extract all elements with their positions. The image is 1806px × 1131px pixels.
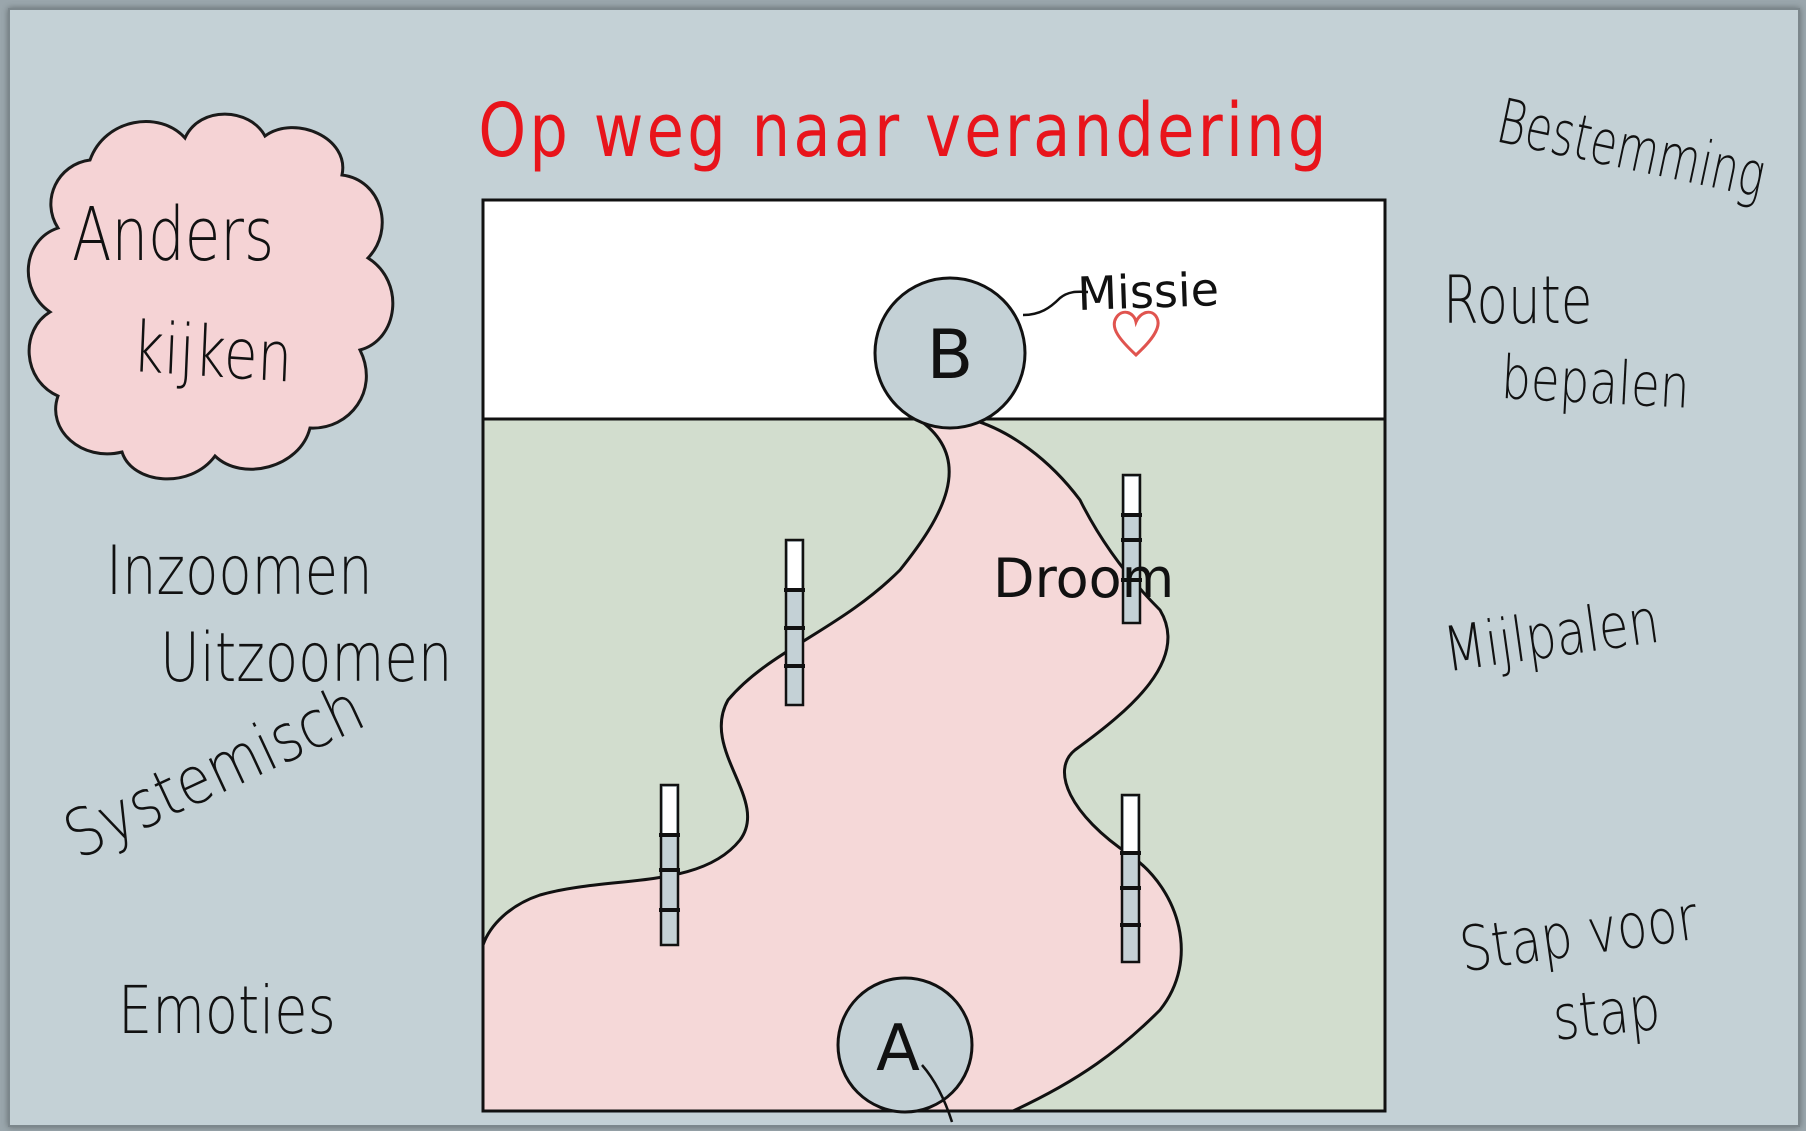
slide: Op weg naar verandering [8,8,1800,1127]
milestone-post-1 [784,538,805,707]
cloud-label-line-2: kijken [130,306,294,399]
point-a-label: A [876,1012,920,1086]
milestone-post-2 [1121,473,1142,625]
route-label-line-1: Route [1443,262,1593,339]
cloud-label-line-1: Anders [72,192,275,278]
point-a-circle [836,976,974,1114]
milestone-post-3 [659,783,680,947]
mission-connector [1022,290,1089,317]
page-title: Op weg naar verandering [478,88,1330,174]
winding-road [481,417,1183,1113]
step-label-line-2: stap [1549,970,1664,1055]
zoom-in-label: Inzoomen [106,532,373,611]
emotions-label: Emoties [118,972,336,1049]
heart-icon [1112,310,1160,358]
milestone-post-4 [1120,793,1141,964]
cloud-shape [26,112,395,481]
zoom-out-label: Uitzoomen [160,619,453,698]
point-b-circle [873,276,1027,430]
point-b-label: B [927,316,974,395]
dream-label: Droom [993,547,1174,610]
point-a-tail [921,1064,954,1123]
route-label-line-2: bepalen [1499,343,1692,423]
journey-diagram: B Missie Droom A [26,112,1387,1123]
